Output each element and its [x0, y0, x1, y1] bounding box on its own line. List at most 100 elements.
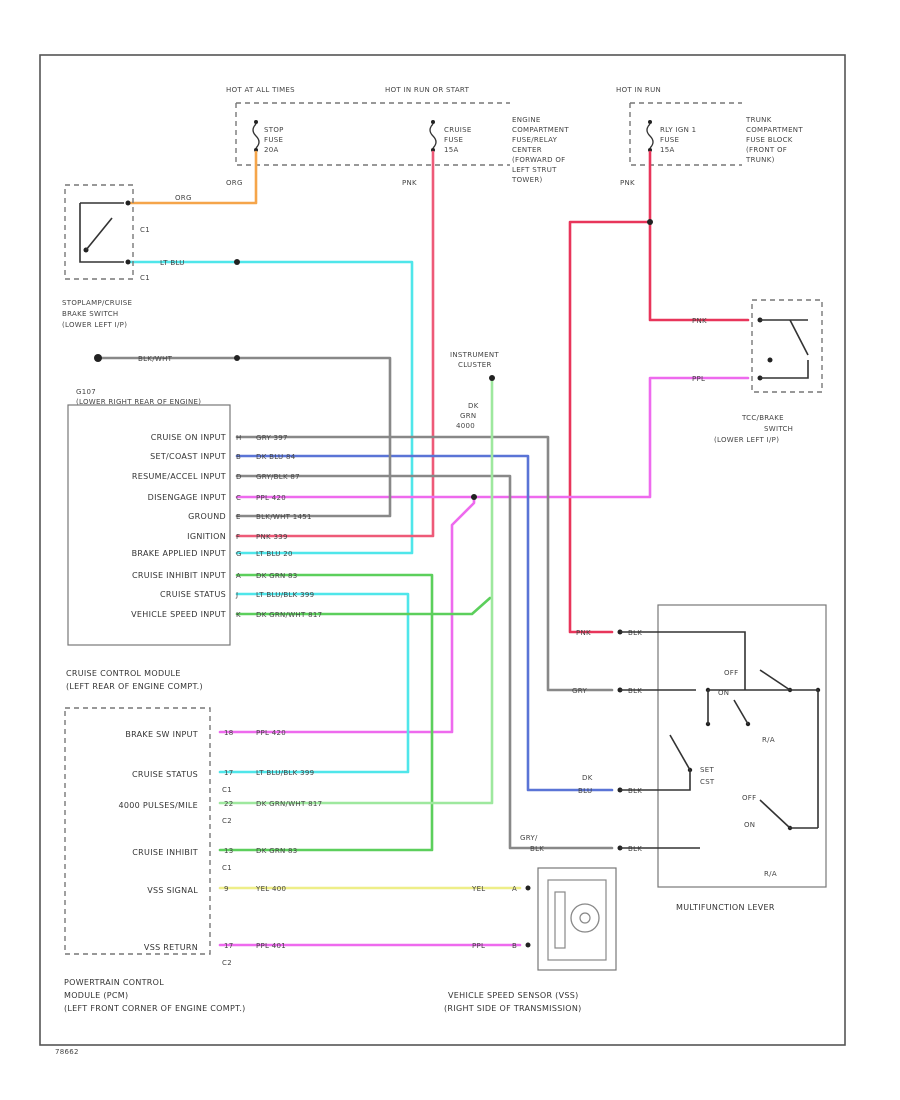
mf-pnk-wire: PNK — [576, 629, 591, 637]
stop-fuse-label: STOP FUSE 20A — [264, 126, 286, 154]
pcm-row-name: VSS SIGNAL — [147, 886, 198, 895]
mf-off: OFF — [724, 669, 738, 677]
rly-ign-fuse-label: RLY IGN 1 FUSE 15A — [660, 126, 699, 154]
pcm-row-name: BRAKE SW INPUT — [125, 730, 198, 739]
vss-ppl-label: PPL — [472, 942, 485, 950]
cruise-input-name: BRAKE APPLIED INPUT — [132, 549, 226, 558]
cruise-input-name: SET/COAST INPUT — [150, 452, 226, 461]
cruise-input-wire: DK BLU 84 — [256, 453, 296, 461]
engine-fuse-block: HOT AT ALL TIMES HOT IN RUN OR START STO… — [226, 86, 571, 184]
wire-label-org: ORG — [175, 194, 192, 202]
cruise-input-name: RESUME/ACCEL INPUT — [132, 472, 226, 481]
pcm-row-name: CRUISE INHIBIT — [132, 848, 198, 857]
pcm-row-connector: C1 — [222, 786, 232, 794]
ground-g107-dot — [94, 354, 102, 362]
hot-at-all-times-label: HOT AT ALL TIMES — [226, 86, 295, 94]
trunk-fuse-block: HOT IN RUN RLY IGN 1 FUSE 15A TRUNK COMP… — [616, 86, 805, 166]
pcm-row-pin: 17 — [224, 769, 234, 777]
stop-fuse-symbol — [252, 120, 260, 152]
vss-label: VEHICLE SPEED SENSOR (VSS) (RIGHT SIDE O… — [444, 991, 582, 1013]
tcc-switch-label: TCC/BRAKE SWITCH (LOWER LEFT I/P) — [714, 414, 796, 444]
wire-blk-wht-ground — [98, 356, 392, 518]
wire-dk-grn-4000 — [218, 376, 494, 805]
cruise-module-label: CRUISE CONTROL MODULE (LEFT REAR OF ENGI… — [66, 669, 203, 691]
cruise-input-wire: GRY/BLK 87 — [256, 473, 300, 481]
brake-switch-c1-bottom: C1 — [140, 274, 150, 282]
pcm-row-wire: DK GRN/WHT 817 — [256, 800, 322, 808]
vss-pin-b: B — [512, 942, 517, 950]
cruise-input-pin: C — [236, 494, 241, 502]
wire-label-dk-grn-4000: DK GRN 4000 — [456, 402, 481, 430]
vss-yel-label: YEL — [471, 885, 486, 893]
wire-dk-grn-wht-vss — [235, 596, 492, 616]
mf-off-2: OFF — [742, 794, 756, 802]
splice-dot — [647, 219, 653, 225]
cruise-input-wire: DK GRN 83 — [256, 572, 298, 580]
brake-switch-label: STOPLAMP/CRUISE BRAKE SWITCH (LOWER LEFT… — [62, 299, 135, 329]
mf-gry-wire: GRY — [572, 687, 587, 695]
footer-id: 78662 — [55, 1048, 79, 1056]
wire-label-ppl: PPL — [692, 375, 705, 383]
hot-in-run-label: HOT IN RUN OR START — [385, 86, 470, 94]
cruise-input-name: IGNITION — [187, 532, 226, 541]
pcm-row-name: CRUISE STATUS — [132, 770, 198, 779]
cruise-control-module: G107 (LOWER RIGHT REAR OF ENGINE) CRUISE… — [66, 354, 322, 691]
splice-dot — [471, 494, 477, 500]
cruise-input-wire: PPL 420 — [256, 494, 286, 502]
pcm-row-wire: YEL 400 — [255, 885, 286, 893]
cruise-input-name: VEHICLE SPEED INPUT — [131, 610, 226, 619]
wire-label-lt-blu: LT BLU — [160, 259, 185, 267]
wire-ppl-brake-sw — [218, 495, 476, 734]
hot-in-run-label-2: HOT IN RUN — [616, 86, 661, 94]
g107-note: (LOWER RIGHT REAR OF ENGINE) — [76, 398, 201, 406]
wire-gry-cruise-on — [235, 435, 614, 692]
wire-pnk-ignition — [235, 150, 435, 538]
vehicle-speed-sensor: YEL PPL A B VEHICLE SPEED SENSOR (VSS) (… — [444, 867, 617, 1013]
vss-pin-a: A — [512, 885, 517, 893]
wire-ppl-disengage — [235, 376, 750, 499]
cruise-fuse-symbol — [429, 120, 437, 152]
pcm-row-wire: PPL 401 — [256, 942, 286, 950]
wire-dk-blu-set — [235, 454, 614, 792]
cruise-input-wire: BLK/WHT 1451 — [256, 513, 312, 521]
cruise-input-wire: PNK 339 — [256, 533, 288, 541]
pcm-row-wire: LT BLU/BLK 399 — [256, 769, 314, 777]
pcm-row-wire: PPL 420 — [256, 729, 286, 737]
trunk-fuse-block-label: TRUNK COMPARTMENT FUSE BLOCK (FRONT OF T… — [745, 116, 805, 164]
cruise-input-pin: A — [236, 572, 241, 580]
stoplamp-cruise-brake-switch: C1 C1 STOPLAMP/CRUISE BRAKE SWITCH (LOWE… — [62, 184, 150, 329]
mf-ra-2: R/A — [764, 870, 777, 878]
cruise-input-pin: E — [236, 513, 241, 521]
pcm-row-connector: C2 — [222, 959, 232, 967]
multifunction-lever-label: MULTIFUNCTION LEVER — [676, 903, 775, 912]
cruise-fuse-label: CRUISE FUSE 15A — [444, 126, 474, 154]
mf-set-cst: SET CST — [700, 766, 717, 786]
g107-label: G107 — [76, 388, 96, 396]
pcm-row-pin: 17 — [224, 942, 234, 950]
wire-label-pnk-2: PNK — [620, 179, 635, 187]
wire-lt-blu-blk-status — [218, 592, 410, 774]
engine-fuse-block-label: ENGINE COMPARTMENT FUSE/RELAY CENTER (FO… — [511, 116, 571, 184]
wire-orange — [126, 150, 258, 205]
mf-pin-3: BLK — [628, 787, 642, 795]
mf-on-2: ON — [744, 821, 755, 829]
cruise-input-pin: J — [235, 591, 238, 599]
mf-dk-blu-wire: DK BLU — [578, 774, 595, 795]
pcm-row-connector: C1 — [222, 864, 232, 872]
cruise-input-wire: DK GRN/WHT 817 — [256, 611, 322, 619]
tcc-brake-switch: TCC/BRAKE SWITCH (LOWER LEFT I/P) — [714, 299, 823, 444]
pcm-row-pin: 22 — [224, 800, 234, 808]
pcm-label: POWERTRAIN CONTROL MODULE (PCM) (LEFT FR… — [64, 978, 246, 1013]
pcm-row-pin: 13 — [224, 847, 234, 855]
mf-pin-1: BLK — [628, 629, 642, 637]
wire-dk-grn-inhibit — [218, 573, 434, 852]
cruise-input-pin: K — [236, 611, 241, 619]
pcm-row-connector: C2 — [222, 817, 232, 825]
rly-ign-fuse-symbol — [646, 120, 654, 152]
pcm-row-name: VSS RETURN — [144, 943, 198, 952]
wire-label-pnk-1: PNK — [402, 179, 417, 187]
mf-gry-blk-wire: GRY/ BLK — [520, 834, 544, 853]
pcm-row-pin: 18 — [224, 729, 234, 737]
